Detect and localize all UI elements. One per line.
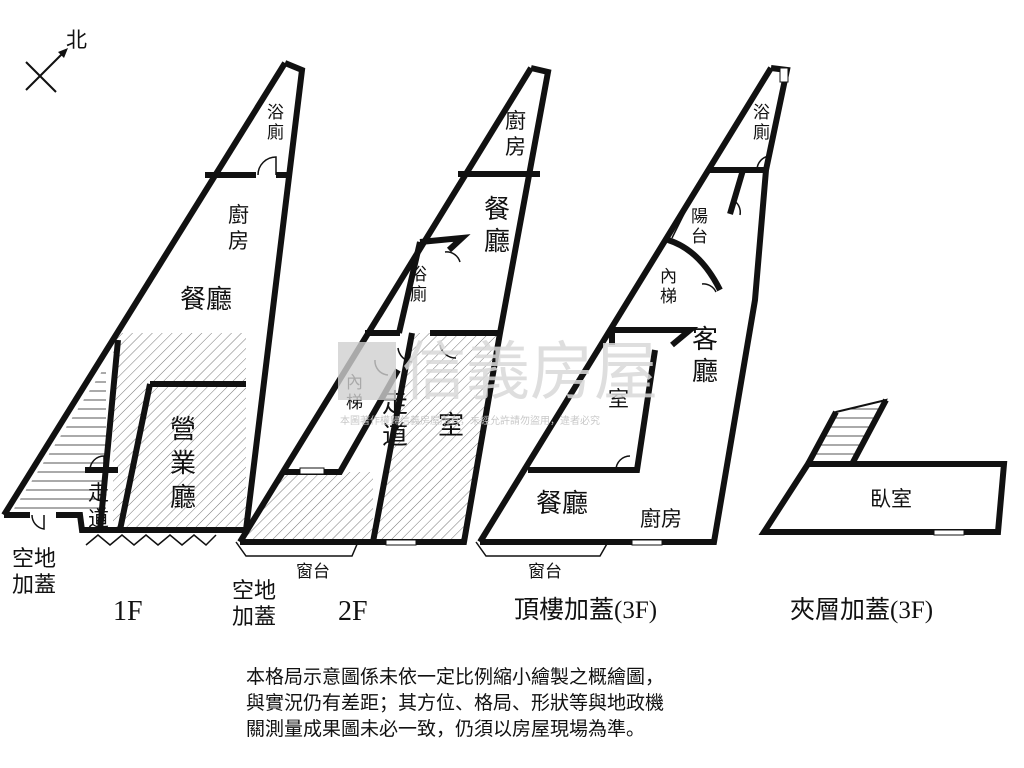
floor-3-kitchen-label: 廚房 <box>640 507 682 531</box>
watermark: 信義房屋 本圖著作權歸信義房屋所有，未經允許請勿盜用，違者必究 <box>338 336 658 427</box>
floor-1-dining-label: 餐廳 <box>180 285 232 315</box>
floor-1-annex-stripes <box>10 365 106 515</box>
watermark-brand: 信義房屋 <box>402 336 658 410</box>
floor-3-bath-label: 浴廁 <box>753 103 770 143</box>
floor-1-business-label: 營業廳 <box>170 415 196 513</box>
floor-2-label: 2F <box>338 596 368 627</box>
floor-1-plan: 浴廁 廚房 餐廳 營業廳 走道 空地加蓋 1F <box>1 60 306 627</box>
mezzanine-plan: 臥室 夾層加蓋(3F) <box>758 398 1008 624</box>
disclaimer-line: 本格局示意圖係未依一定比例縮小繪製之概繪圖， <box>246 666 665 688</box>
compass-icon: 北 <box>25 28 87 93</box>
watermark-notice: 本圖著作權歸信義房屋所有，未經允許請勿盜用，違者必究 <box>340 414 600 427</box>
floor-2-bath-label: 浴廁 <box>410 265 427 305</box>
floor-1-extension-label: 空地加蓋 <box>12 547 56 598</box>
floor-3-room-label: 室 <box>608 387 629 411</box>
disclaimer-line: 與實況仍有差距；其方位、格局、形狀等與地政機 <box>246 692 665 714</box>
floor-1-corridor-label: 走道 <box>88 481 109 531</box>
floor-2-dining-label: 餐廳 <box>484 195 510 257</box>
floor-3-living-label: 客廳 <box>692 325 718 387</box>
mezzanine-stairs <box>806 398 888 465</box>
floor-3-stairs-label: 內梯 <box>660 267 677 307</box>
floor-1-label: 1F <box>113 596 143 627</box>
compass-north-label: 北 <box>66 28 87 52</box>
floor-3-label: 頂樓加蓋(3F) <box>514 596 657 624</box>
mezzanine-label: 夾層加蓋(3F) <box>790 596 933 624</box>
floor-2-extension-label: 空地加蓋 <box>232 579 276 630</box>
brand-logo-icon <box>338 342 396 400</box>
floor-1-bath-label: 浴廁 <box>267 103 284 143</box>
floor-2-kitchen-label: 廚房 <box>505 109 526 159</box>
mezzanine-bedroom-label: 臥室 <box>870 487 912 511</box>
floor-2-plan: 廚房 餐廳 浴廁 內梯 走道 室 窗台 空地加蓋 2F <box>232 65 552 630</box>
floor-3-plan: 浴廁 陽台 內梯 客廳 室 餐廳 廚房 窗台 頂樓加蓋(3F) <box>475 65 791 624</box>
floor-3-balcony-label: 陽台 <box>691 207 708 247</box>
floor-2-window-ledge-label: 窗台 <box>296 562 330 582</box>
floor-2-room-label: 室 <box>438 411 464 441</box>
floor-1-kitchen-label: 廚房 <box>228 203 249 253</box>
disclaimer: 本格局示意圖係未依一定比例縮小繪製之概繪圖， 與實況仍有差距；其方位、格局、形狀… <box>246 664 786 742</box>
disclaimer-line: 關測量成果圖未必一致，仍須以房屋現場為準。 <box>246 718 646 740</box>
floor-3-dining-label: 餐廳 <box>536 489 588 519</box>
floor-3-window-ledge-label: 窗台 <box>528 562 562 582</box>
